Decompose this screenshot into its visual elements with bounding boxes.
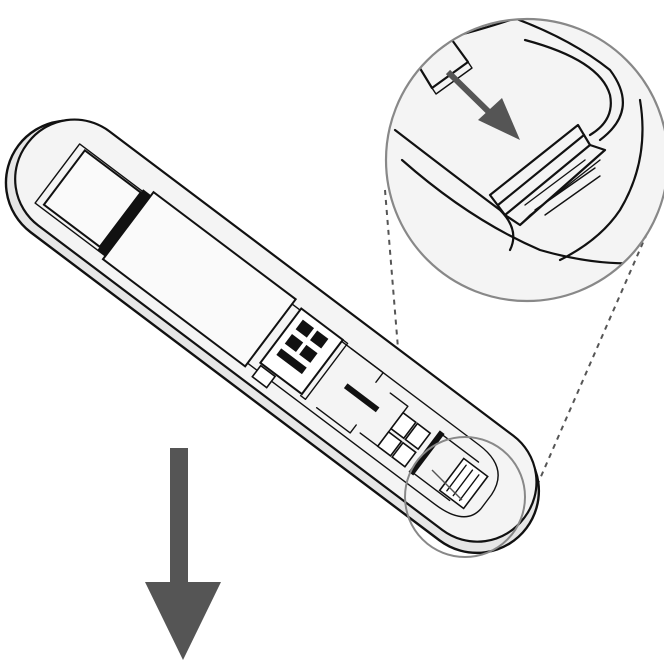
insert-arrow-icon [445, 69, 520, 140]
insert-arrow-small [431, 469, 463, 501]
small-callout-circle [404, 436, 526, 558]
memory-card-slot [438, 457, 489, 510]
modem-device [4, 118, 541, 555]
usb-plug-icon [42, 148, 298, 368]
card-slot-details [315, 347, 480, 502]
modem-cavity [34, 143, 499, 518]
zoom-device-shell [386, 19, 664, 301]
zoom-detail [384, 17, 664, 303]
zoom-card-slot [488, 123, 607, 227]
down-arrow-icon [145, 448, 221, 660]
zoom-circle-ring [384, 17, 664, 303]
sim-card-icon [251, 307, 349, 400]
